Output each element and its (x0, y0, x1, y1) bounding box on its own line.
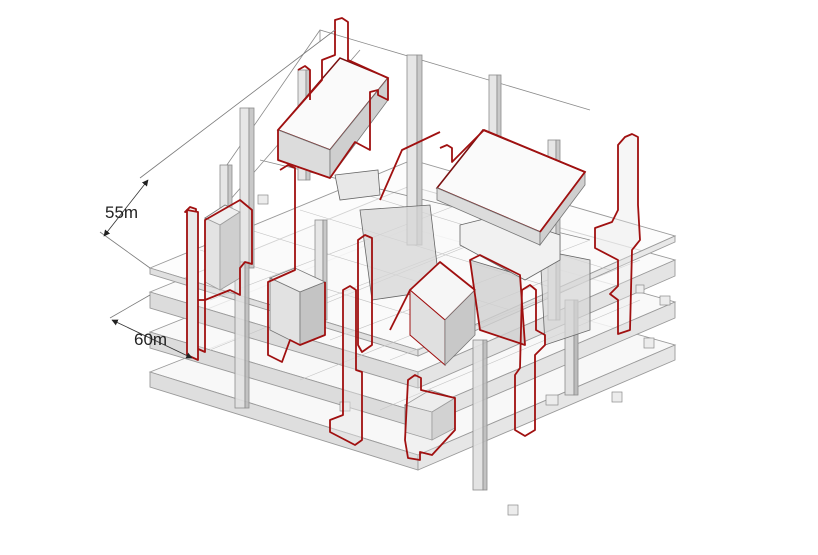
highlight-north-west-tower (277, 17, 389, 179)
highlight-north-east-column (439, 129, 586, 233)
dim-55m-line (103, 179, 149, 237)
central-ramp (334, 169, 591, 346)
highlight-center-box-edge (389, 261, 476, 331)
highlight-column-center-left (329, 285, 363, 446)
highlight-column-nw-a (297, 65, 311, 100)
column (472, 339, 488, 491)
highlight-column-south-east (514, 284, 546, 437)
volume-north-west (276, 57, 390, 180)
volume-west (268, 267, 327, 346)
dim-60m-extension (109, 294, 151, 319)
highlight-column-south (404, 374, 456, 461)
volume-far-west (204, 204, 241, 291)
highlight-column-west (267, 164, 326, 363)
volumes (204, 57, 587, 441)
volume-north-east (435, 129, 587, 247)
highlight-column-east (594, 133, 641, 335)
dimension-lines (99, 29, 336, 359)
highlight-column-center (357, 234, 373, 353)
dimension-label-60m: 60m (134, 330, 168, 349)
dim-60m-line (111, 319, 193, 359)
highlight-ramp-edge (379, 131, 526, 346)
dim-55m-extension-bottom (99, 231, 151, 269)
highlight-column-far-left-2 (186, 209, 199, 361)
highlighted-elements (184, 17, 641, 461)
dim-55m-extension-top (139, 29, 336, 179)
dimension-label-55m: 55m (105, 203, 139, 222)
